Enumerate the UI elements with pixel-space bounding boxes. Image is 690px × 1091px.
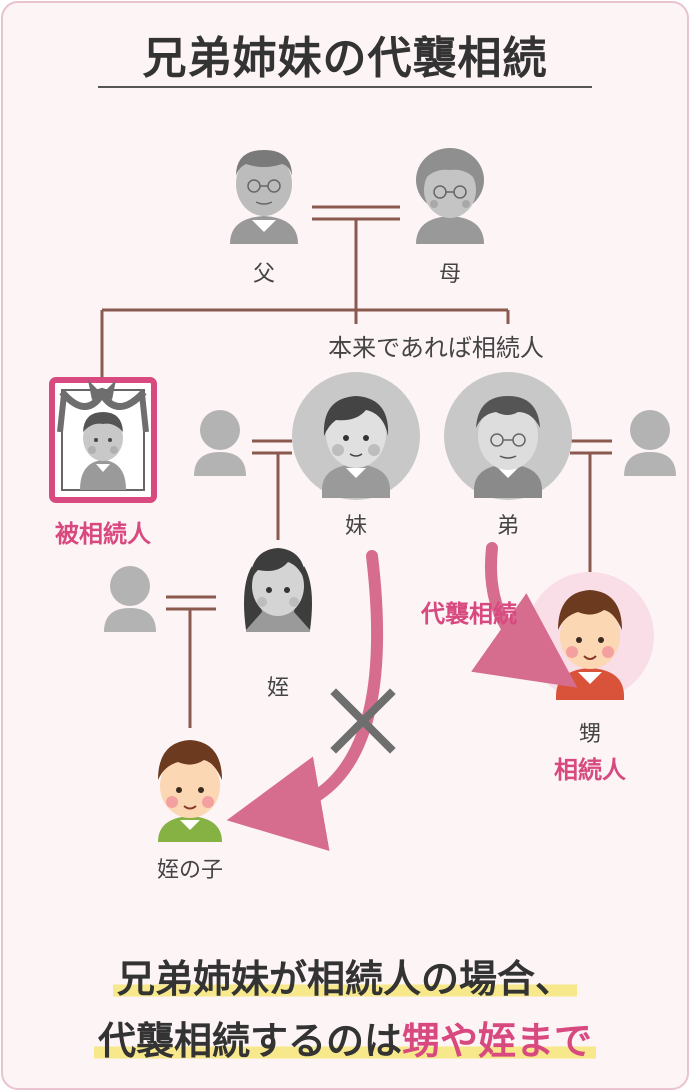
caption-line-2: 代襲相続するのは甥や姪まで bbox=[0, 1010, 690, 1065]
younger-sister-figure bbox=[292, 372, 420, 500]
caption-line-2-highlight: 代襲相続するのは甥や姪まで bbox=[93, 1019, 597, 1063]
father-figure bbox=[230, 150, 298, 244]
originally-heirs-label: 本来であれば相続人 bbox=[328, 334, 544, 362]
blocked-arrow bbox=[226, 550, 384, 851]
nephew-heir-label: 相続人 bbox=[554, 756, 626, 784]
younger-brother-figure bbox=[444, 372, 572, 500]
father-label: 父 bbox=[252, 262, 275, 287]
younger-brother-label: 弟 bbox=[496, 514, 519, 539]
page-title: 兄弟姉妹の代襲相続 bbox=[142, 33, 548, 84]
niece-figure bbox=[244, 548, 312, 632]
substitution-label: 代襲相続 bbox=[421, 600, 517, 628]
caption-line-2-prefix: 代襲相続するのは bbox=[97, 1019, 402, 1063]
caption-line-2-accent: 甥や姪まで bbox=[402, 1019, 593, 1063]
niece-child-label: 姪の子 bbox=[156, 858, 223, 883]
sister-spouse-silhouette bbox=[194, 410, 246, 476]
niece-child-figure bbox=[158, 740, 222, 842]
mother-figure bbox=[416, 148, 484, 244]
caption-line-1-text: 兄弟姉妹が相続人の場合、 bbox=[112, 957, 577, 1001]
mother-label: 母 bbox=[438, 262, 461, 287]
deceased-portrait bbox=[49, 377, 157, 503]
family-lines bbox=[100, 205, 612, 728]
cross-mark bbox=[330, 688, 396, 754]
niece-label: 姪 bbox=[266, 676, 289, 701]
brother-spouse-silhouette bbox=[624, 410, 676, 476]
deceased-label: 被相続人 bbox=[55, 520, 151, 548]
younger-sister-label: 妹 bbox=[344, 514, 367, 539]
niece-spouse-silhouette bbox=[104, 566, 156, 632]
nephew-label: 甥 bbox=[578, 722, 601, 747]
substitution-arrow bbox=[471, 542, 578, 688]
nephew-figure bbox=[526, 572, 654, 700]
caption-line-1: 兄弟姉妹が相続人の場合、 bbox=[0, 948, 690, 1003]
